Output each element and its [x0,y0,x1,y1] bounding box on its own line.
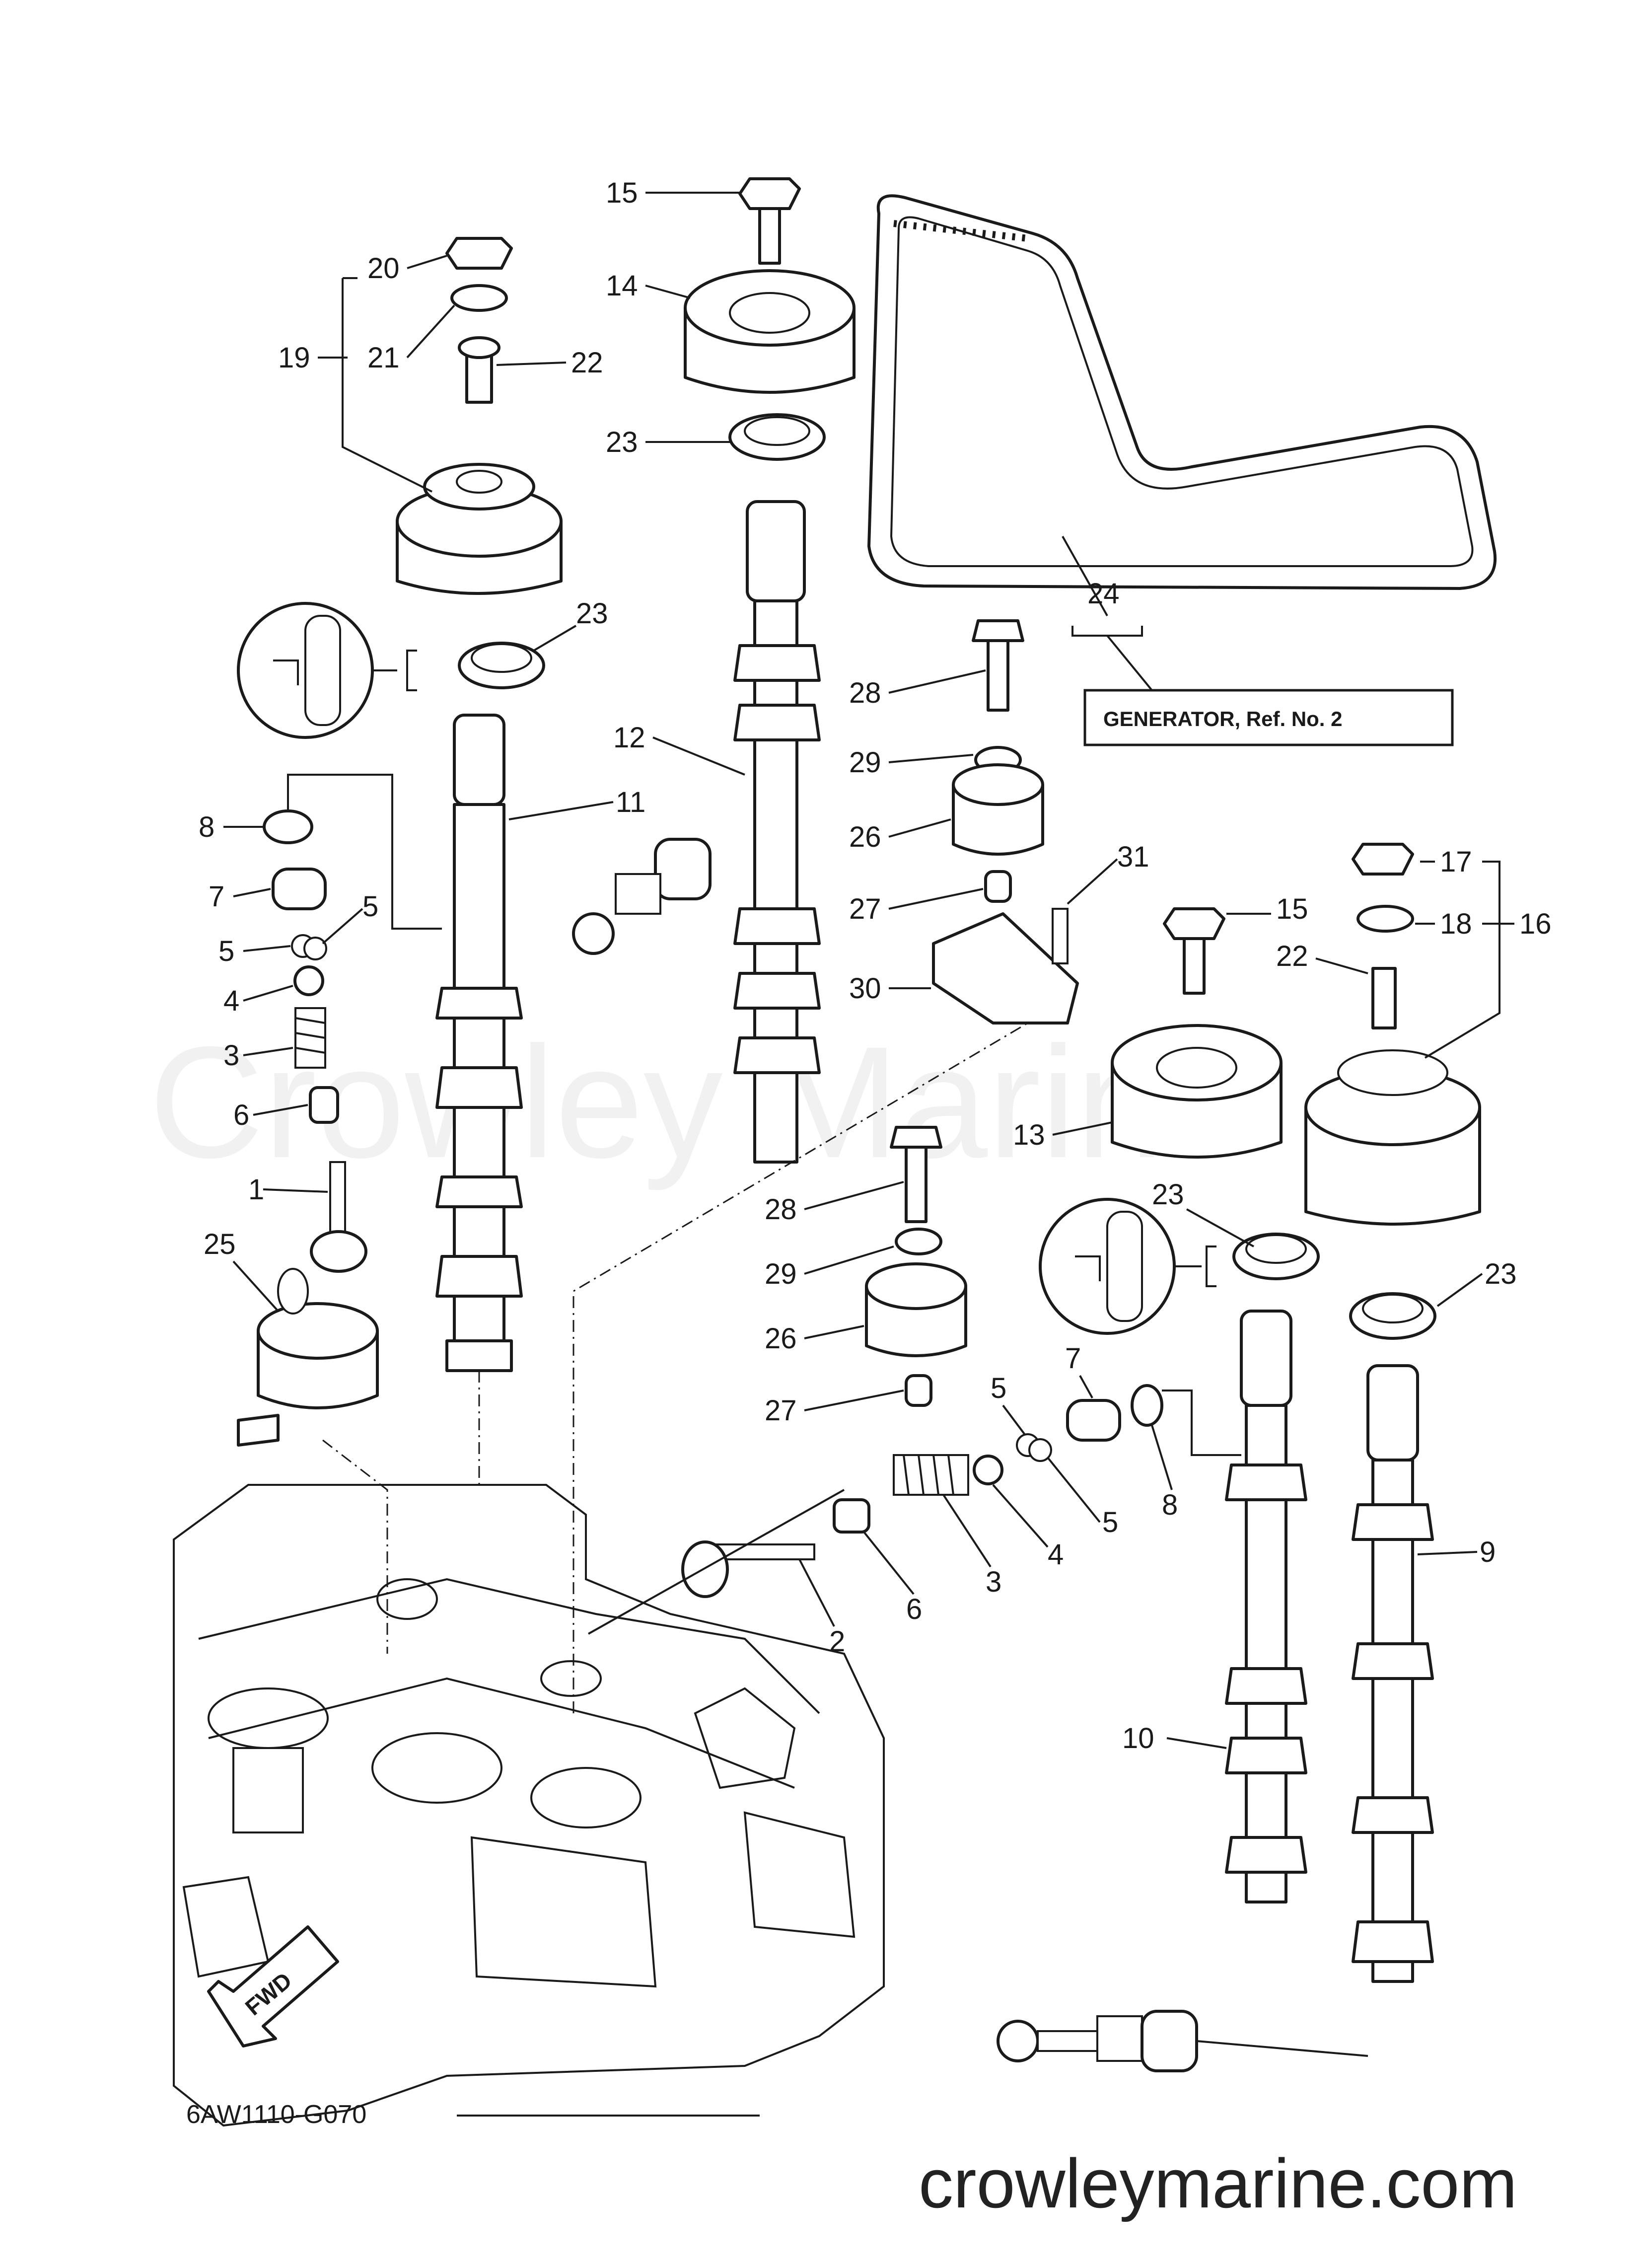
callout-2: 2 [829,1625,845,1658]
callout-20: 20 [367,252,400,285]
tensioner-lower [865,1126,967,1407]
callout-6: 6 [906,1593,922,1625]
generator-reference-text: GENERATOR, Ref. No. 2 [1103,707,1343,731]
forward-direction-arrow: FWD [207,1925,339,2048]
tensioner-upper [932,619,1079,1024]
callout-3: 3 [223,1039,239,1072]
callout-7: 7 [1065,1342,1081,1375]
callout-5: 5 [991,1372,1006,1404]
variable-cam-pulley-right [1304,843,1481,1226]
bearings-right [1232,1233,1436,1340]
callout-6: 6 [233,1099,249,1131]
callout-3: 3 [986,1566,1001,1598]
callout-5: 5 [1102,1506,1118,1538]
callout-31: 31 [1117,841,1149,873]
callout-7: 7 [209,880,224,913]
callout-21: 21 [367,342,400,374]
valve-assembly-center [572,838,712,955]
valve-assembly-lower-right [997,2010,1198,2072]
callout-12: 12 [613,722,645,754]
callout-18: 18 [1440,908,1472,940]
callout-16: 16 [1519,908,1552,940]
callout-17: 17 [1440,846,1472,878]
callout-26: 26 [849,821,881,853]
callout-8: 8 [199,811,214,843]
auto-tensioner-25 [237,1268,379,1447]
callout-28: 28 [849,677,881,709]
callout-15: 15 [1276,893,1308,925]
valve-parts-right [681,1384,1163,1598]
assembly-line-tensioner [322,1439,388,1654]
callout-11: 11 [616,786,645,818]
bearing-left-upper [458,642,545,689]
drawing-code: 6AW1110-G070 [186,2100,366,2129]
callout-23: 23 [606,426,638,458]
engine-block [173,1484,885,2127]
assembly-line-lower-tensioner [588,1489,845,1635]
callout-30: 30 [849,972,881,1005]
sealant-indicator-right [1039,1198,1216,1335]
callout-4: 4 [1048,1538,1064,1571]
cam-pulley-center-14 [684,177,856,394]
callout-29: 29 [849,746,881,779]
callout-25: 25 [204,1228,236,1260]
callout-26: 26 [765,1322,797,1355]
callout-1: 1 [248,1173,264,1206]
camshaft-right-9 [1352,1364,1434,1983]
valve-parts-left [263,809,367,1273]
callout-19: 19 [278,342,310,374]
callout-28: 28 [765,1193,797,1226]
callout-23: 23 [1485,1258,1517,1290]
callout-9: 9 [1480,1536,1496,1568]
callout-8: 8 [1162,1489,1178,1521]
callout-5: 5 [218,935,234,967]
website-text: crowleymarine.com [919,2144,1517,2222]
callout-23: 23 [576,597,608,630]
callout-15: 15 [606,177,638,209]
cam-pulley-right-13 [1111,907,1283,1159]
callout-22: 22 [1276,940,1308,972]
camshaft-left-11 [435,714,523,1372]
timing-belt [867,194,1497,590]
callout-24: 24 [1087,578,1120,610]
callout-22: 22 [571,347,603,379]
camshaft-center-12 [728,413,826,1164]
callout-13: 13 [1013,1119,1045,1151]
callout-27: 27 [849,893,881,925]
sealant-indicator-left [237,602,417,739]
camshaft-right-10 [1225,1310,1307,1903]
callout-10: 10 [1122,1722,1154,1755]
callout-29: 29 [765,1258,797,1290]
callout-23: 23 [1152,1178,1184,1211]
callout-14: 14 [606,270,638,302]
callout-27: 27 [765,1394,797,1427]
variable-cam-pulley-left [396,237,563,595]
callout-4: 4 [223,985,239,1017]
callout-labels: 15 14 20 21 19 22 23 23 24 28 29 12 [199,177,1552,2057]
assembly-line-center [572,1022,1068,1713]
generator-reference-box [1083,689,1454,746]
callout-5: 5 [362,890,378,923]
